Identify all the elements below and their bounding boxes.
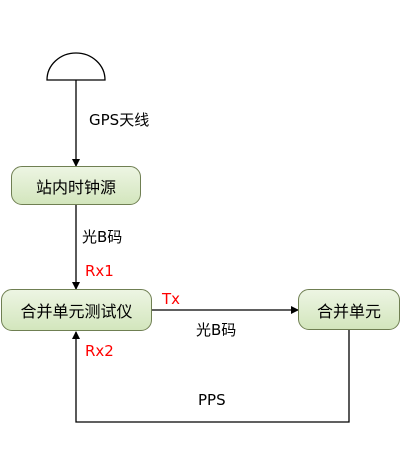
port-tx-label: Tx (162, 290, 181, 308)
clock-source-label: 站内时钟源 (35, 177, 116, 197)
pps-label: PPS (198, 391, 226, 409)
clock-source-node: 站内时钟源 (11, 166, 141, 205)
clock-to-tester-label: 光B码 (82, 228, 123, 246)
merging-unit-node: 合并单元 (298, 289, 400, 330)
gps-antenna-label: GPS天线 (89, 111, 150, 129)
gps-antenna-icon (46, 52, 106, 81)
port-rx2-label: Rx2 (85, 342, 114, 360)
merging-unit-label: 合并单元 (316, 301, 381, 321)
merger-tester-node: 合并单元测试仪 (1, 289, 152, 331)
pps-feedback-arrow (72, 330, 350, 423)
port-rx1-label: Rx1 (85, 262, 114, 280)
merger-tester-label: 合并单元测试仪 (20, 302, 133, 321)
tester-to-merging-unit-label: 光B码 (196, 321, 237, 339)
